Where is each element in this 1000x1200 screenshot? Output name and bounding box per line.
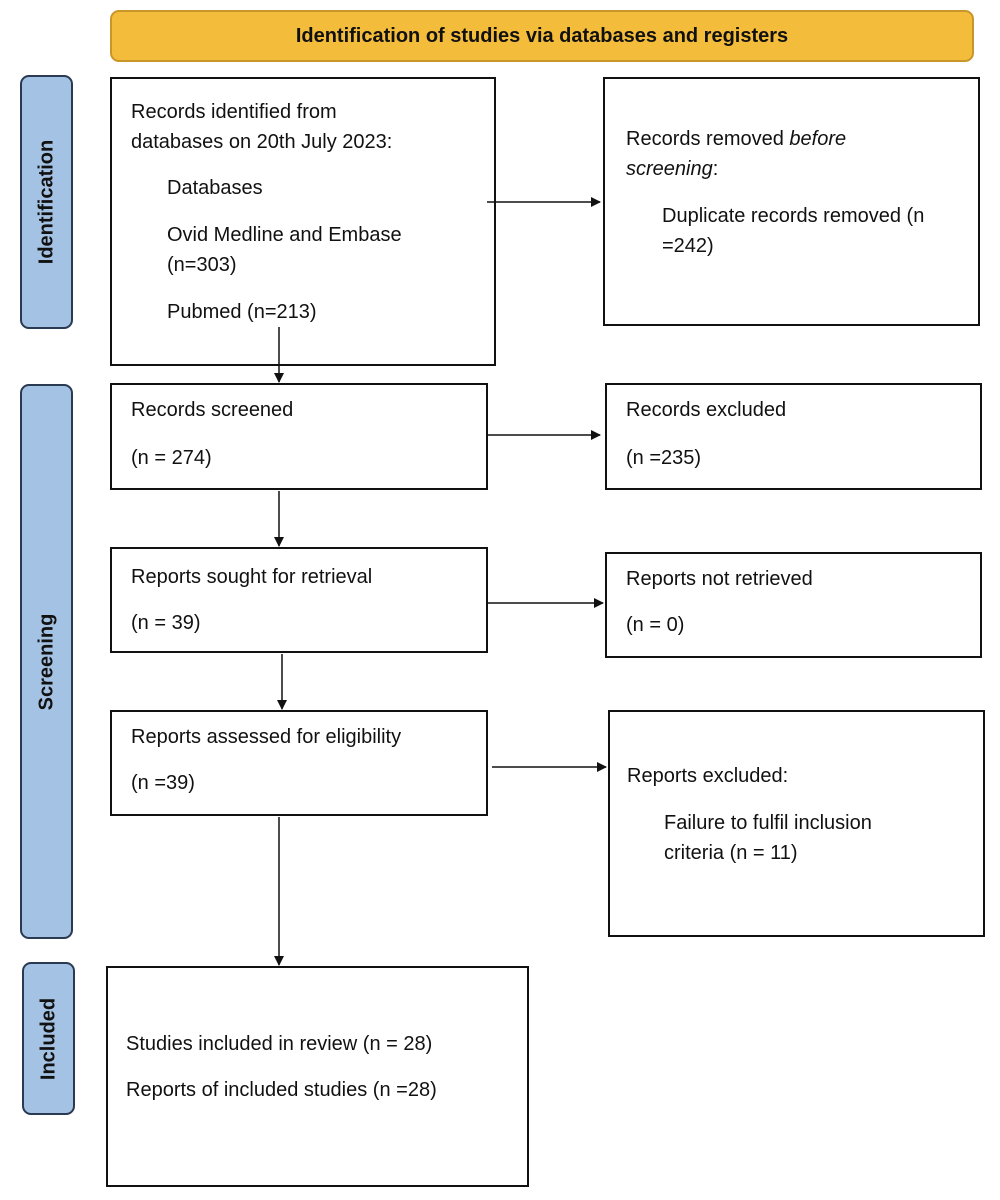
removed-line1-italic: before [789, 128, 847, 150]
identified-line2: databases on 20th July 2023: [131, 131, 393, 153]
duplicates-line1: Duplicate records removed (n [662, 205, 925, 227]
records-excluded-box: Records excluded (n =235) [605, 383, 982, 490]
phase-included: Included [22, 962, 75, 1115]
databases-label: Databases [167, 177, 263, 199]
removed-line1: Records removed before [626, 125, 846, 154]
phase-screening: Screening [20, 384, 73, 939]
ovid-line2: (n=303) [167, 254, 237, 276]
phase-identification: Identification [20, 75, 73, 329]
reports-excluded-box: Reports excluded: Failure to fulfil incl… [608, 710, 985, 937]
records-identified-box: Records identified from databases on 20t… [110, 77, 496, 366]
assessed-count: (n =39) [131, 772, 195, 794]
sought-label: Reports sought for retrieval [131, 566, 373, 588]
studies-included-count: Studies included in review (n = 28) [126, 1033, 433, 1055]
records-screened-box: Records screened (n = 274) [110, 383, 488, 490]
not-retrieved-count: (n = 0) [626, 614, 685, 636]
duplicates-line2: =242) [662, 235, 714, 257]
header-title: Identification of studies via databases … [295, 24, 789, 47]
removed-line2-italic: screening [626, 158, 713, 180]
excluded-count: (n =235) [626, 447, 702, 469]
removed-line1-prefix: Records removed [626, 128, 790, 150]
screened-count: (n = 274) [131, 447, 212, 469]
reports-excluded-label: Reports excluded: [627, 765, 789, 787]
exclusion-reason-line1: Failure to fulfil inclusion [664, 812, 872, 834]
phase-included-label: Included [37, 997, 59, 1080]
sought-count: (n = 39) [131, 612, 201, 634]
removed-line2-suffix: : [712, 158, 719, 180]
reports-included-count: Reports of included studies (n =28) [126, 1079, 437, 1101]
records-removed-box: Records removed before screening: Duplic… [603, 77, 980, 326]
reports-assessed-box: Reports assessed for eligibility (n =39) [110, 710, 488, 816]
exclusion-reason-line2: criteria (n = 11) [664, 842, 798, 864]
assessed-label: Reports assessed for eligibility [131, 726, 402, 748]
ovid-line1: Ovid Medline and Embase [167, 224, 402, 246]
not-retrieved-label: Reports not retrieved [626, 568, 813, 590]
phase-identification-label: Identification [35, 139, 57, 265]
excluded-label: Records excluded [626, 399, 787, 421]
removed-line2: screening: [626, 155, 718, 184]
reports-not-retrieved-box: Reports not retrieved (n = 0) [605, 552, 982, 658]
header-banner: Identification of studies via databases … [110, 10, 974, 62]
phase-screening-label: Screening [35, 613, 57, 710]
identified-line1: Records identified from [131, 101, 337, 123]
pubmed-count: Pubmed (n=213) [167, 301, 317, 323]
screened-label: Records screened [131, 399, 294, 421]
reports-sought-box: Reports sought for retrieval (n = 39) [110, 547, 488, 653]
studies-included-box: Studies included in review (n = 28) Repo… [106, 966, 529, 1187]
